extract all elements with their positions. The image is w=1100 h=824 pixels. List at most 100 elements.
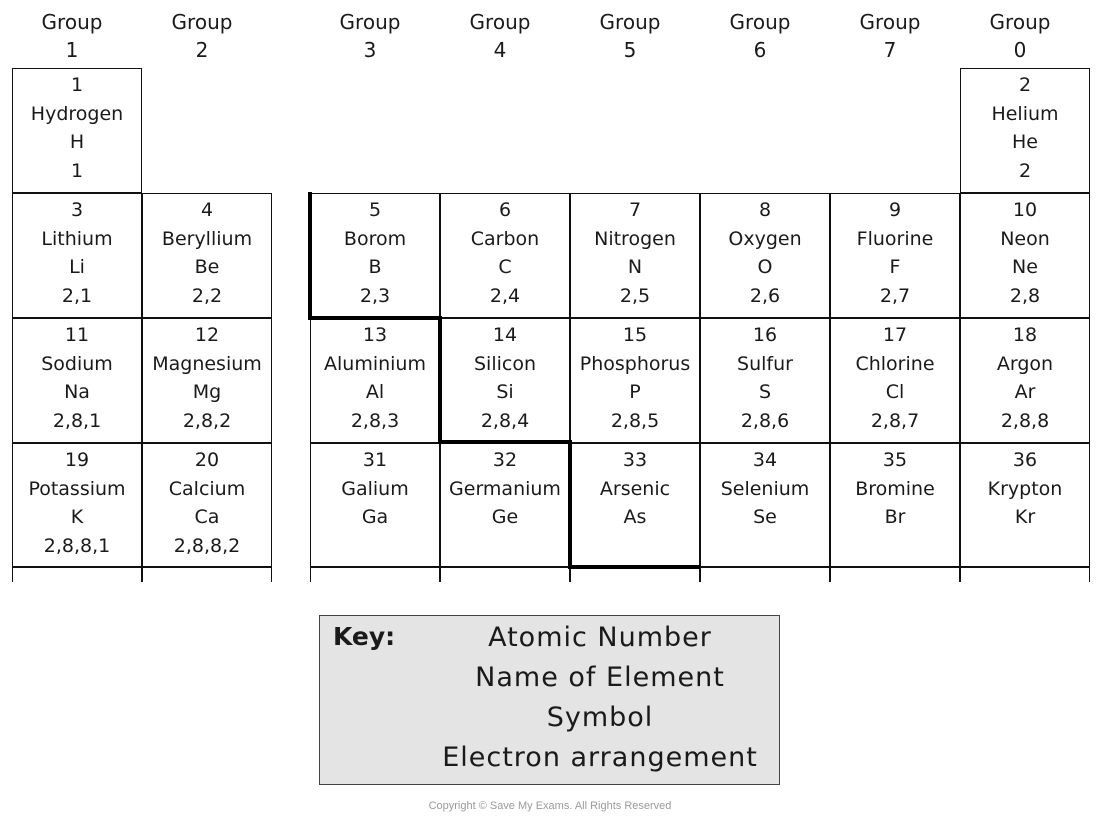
element-name: Helium	[991, 102, 1059, 125]
key-box: Key: Atomic Number Name of Element Symbo…	[319, 615, 780, 785]
element-name: Sulfur	[737, 352, 793, 375]
metal-nonmetal-divider	[568, 565, 700, 569]
element-number: 17	[882, 324, 908, 346]
element-name: Argon	[996, 352, 1054, 375]
element-number: 3	[70, 199, 84, 221]
element-name: Potassium	[28, 477, 126, 500]
group-header-number: 2	[195, 38, 209, 62]
element-name: Borom	[343, 227, 407, 250]
element-name: Sodium	[41, 352, 113, 375]
metal-nonmetal-divider	[308, 316, 442, 320]
element-symbol: H	[69, 131, 85, 154]
element-arrangement: 2,8,6	[740, 409, 790, 432]
element-symbol: S	[758, 381, 772, 404]
element-arrangement: 2,8,1	[52, 409, 102, 432]
element-cell-stub	[700, 566, 830, 582]
element-number: 12	[194, 324, 220, 346]
element-number: 15	[622, 324, 648, 346]
element-arrangement: 2,8,2	[182, 409, 232, 432]
element-arrangement: 2,5	[619, 284, 651, 307]
metal-nonmetal-divider	[308, 192, 312, 320]
element-arrangement	[441, 532, 569, 561]
element-symbol: Ar	[1014, 381, 1036, 404]
element-arrangement: 2,8,3	[350, 409, 400, 432]
element-number: 20	[194, 449, 220, 471]
element-arrangement: 2,3	[359, 284, 391, 307]
element-number: 10	[1012, 199, 1038, 221]
element-symbol: P	[629, 381, 641, 404]
element-arrangement: 2,8,8	[1000, 409, 1050, 432]
element-number: 5	[368, 199, 382, 221]
element-arrangement: 2,6	[749, 284, 781, 307]
element-symbol: Ne	[1012, 256, 1038, 279]
metal-nonmetal-divider	[438, 440, 572, 444]
element-name: Hydrogen	[30, 102, 124, 125]
element-name: Arsenic	[599, 477, 671, 500]
group-header: Group 2	[137, 8, 267, 64]
element-number: 1	[70, 74, 84, 96]
element-number: 18	[1012, 324, 1038, 346]
element-symbol: N	[627, 256, 643, 279]
element-arrangement: 1	[70, 159, 84, 182]
element-name: Krypton	[987, 477, 1063, 500]
element-name: Germanium	[449, 477, 561, 500]
element-name: Fluorine	[856, 227, 934, 250]
element-name: Calcium	[168, 477, 246, 500]
group-header-label: Group	[171, 10, 233, 34]
key-title: Key:	[333, 622, 396, 651]
element-name: Nitrogen	[594, 227, 676, 250]
element-symbol: C	[498, 256, 512, 279]
element-name: Phosphorus	[579, 352, 691, 375]
element-name: Carbon	[470, 227, 540, 250]
element-number: 13	[362, 324, 388, 346]
group-header-label: Group	[339, 10, 401, 34]
group-header-number: 0	[1013, 38, 1027, 62]
element-symbol: Ga	[361, 506, 389, 529]
element-symbol: Al	[365, 381, 385, 404]
element-number: 9	[888, 199, 902, 221]
element-symbol: He	[1012, 131, 1038, 154]
element-name: Oxygen	[728, 227, 802, 250]
element-cell-stub	[12, 566, 142, 582]
element-arrangement	[571, 532, 699, 561]
element-symbol: Li	[69, 256, 85, 279]
key-symbol: Symbol	[546, 702, 654, 733]
group-header: Group 3	[305, 8, 435, 64]
group-header-number: 6	[753, 38, 767, 62]
group-header-number: 3	[363, 38, 377, 62]
element-symbol: B	[368, 256, 382, 279]
group-header-number: 1	[65, 38, 79, 62]
element-arrangement: 2,1	[61, 284, 93, 307]
element-number: 8	[758, 199, 772, 221]
element-symbol: As	[623, 506, 647, 529]
element-arrangement: 2,2	[191, 284, 223, 307]
key-element-name: Name of Element	[475, 662, 725, 693]
element-arrangement: 2,8,7	[870, 409, 920, 432]
copyright-text: Copyright © Save My Exams. All Rights Re…	[428, 800, 672, 812]
